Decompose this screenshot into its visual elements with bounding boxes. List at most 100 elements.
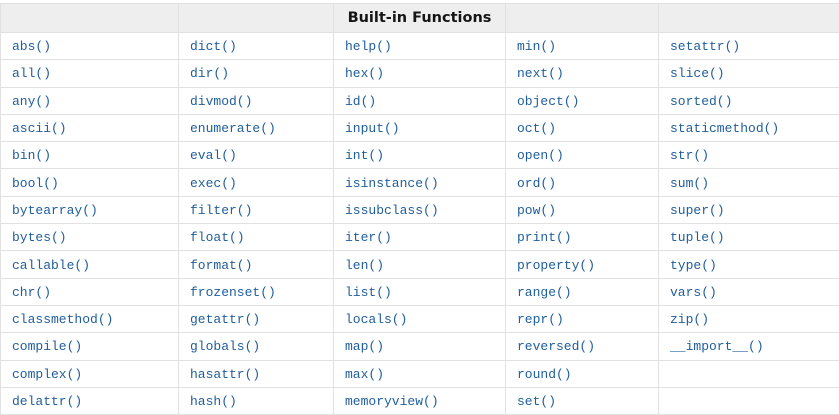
- function-link[interactable]: bin(): [12, 148, 52, 164]
- function-cell: range(): [505, 277, 659, 306]
- table-row: all() dir() hex() next() slice(): [0, 59, 839, 88]
- function-link[interactable]: str(): [670, 148, 710, 164]
- function-cell: print(): [505, 223, 659, 252]
- function-link[interactable]: filter(): [190, 202, 253, 218]
- function-cell: memoryview(): [333, 386, 506, 415]
- function-link[interactable]: bytearray(): [12, 202, 98, 218]
- table-row: compile() globals() map() reversed() __impor…: [0, 332, 839, 361]
- function-link[interactable]: format(): [190, 257, 253, 273]
- function-link[interactable]: type(): [670, 257, 717, 273]
- function-cell: sum(): [658, 168, 839, 197]
- function-link[interactable]: classmethod(): [12, 312, 114, 328]
- function-link[interactable]: bytes(): [12, 230, 67, 246]
- function-cell: str(): [658, 141, 839, 170]
- empty-cell: [658, 386, 839, 415]
- function-link[interactable]: int(): [345, 148, 385, 164]
- function-cell: dir(): [178, 59, 334, 88]
- table-row: abs() dict() help() min() setattr(): [0, 31, 839, 61]
- function-cell: eval(): [178, 141, 334, 170]
- function-link[interactable]: oct(): [517, 121, 557, 137]
- function-link[interactable]: vars(): [670, 284, 717, 300]
- function-link[interactable]: bool(): [12, 175, 59, 191]
- function-link[interactable]: next(): [517, 66, 564, 82]
- function-link[interactable]: repr(): [517, 312, 564, 328]
- function-cell: open(): [505, 141, 659, 170]
- function-link[interactable]: hasattr(): [190, 366, 261, 382]
- function-link[interactable]: __import__(): [670, 339, 764, 355]
- function-link[interactable]: sum(): [670, 175, 710, 191]
- function-link[interactable]: tuple(): [670, 230, 725, 246]
- function-cell: chr(): [0, 277, 179, 306]
- function-link[interactable]: float(): [190, 230, 245, 246]
- function-link[interactable]: frozenset(): [190, 284, 276, 300]
- function-link[interactable]: round(): [517, 366, 572, 382]
- function-cell: isinstance(): [333, 168, 506, 197]
- function-link[interactable]: dir(): [190, 66, 230, 82]
- function-cell: dict(): [178, 31, 334, 61]
- function-link[interactable]: memoryview(): [345, 394, 439, 409]
- function-cell: int(): [333, 141, 506, 170]
- function-link[interactable]: divmod(): [190, 93, 253, 109]
- function-cell: property(): [505, 250, 659, 279]
- builtin-functions-table: Built-in Functions abs()dict()help()min(…: [0, 3, 839, 415]
- function-link[interactable]: hash(): [190, 394, 237, 409]
- function-link[interactable]: range(): [517, 284, 572, 300]
- function-cell: id(): [333, 86, 506, 115]
- function-link[interactable]: delattr(): [12, 394, 83, 409]
- function-link[interactable]: setattr(): [670, 39, 741, 55]
- function-link[interactable]: max(): [345, 366, 385, 382]
- function-link[interactable]: print(): [517, 230, 572, 246]
- function-link[interactable]: slice(): [670, 66, 725, 82]
- function-link[interactable]: open(): [517, 148, 564, 164]
- function-link[interactable]: enumerate(): [190, 121, 276, 137]
- function-link[interactable]: sorted(): [670, 93, 733, 109]
- function-link[interactable]: compile(): [12, 339, 83, 355]
- function-link[interactable]: dict(): [190, 39, 237, 55]
- function-cell: min(): [505, 31, 659, 61]
- function-link[interactable]: any(): [12, 93, 52, 109]
- function-cell: filter(): [178, 195, 334, 225]
- function-link[interactable]: globals(): [190, 339, 261, 355]
- function-link[interactable]: property(): [517, 257, 596, 273]
- function-link[interactable]: pow(): [517, 202, 557, 218]
- function-link[interactable]: all(): [12, 66, 52, 82]
- function-link[interactable]: id(): [345, 93, 377, 109]
- function-link[interactable]: ord(): [517, 175, 557, 191]
- function-link[interactable]: zip(): [670, 312, 710, 328]
- function-link[interactable]: help(): [345, 39, 392, 55]
- function-link[interactable]: input(): [345, 121, 400, 137]
- function-link[interactable]: set(): [517, 394, 557, 409]
- table-row: complex() hasattr() max() round(): [0, 359, 839, 388]
- function-link[interactable]: len(): [345, 257, 385, 273]
- function-link[interactable]: exec(): [190, 175, 237, 191]
- function-link[interactable]: ascii(): [12, 121, 67, 137]
- function-link[interactable]: callable(): [12, 257, 91, 273]
- function-link[interactable]: reversed(): [517, 339, 596, 355]
- function-link[interactable]: complex(): [12, 366, 83, 382]
- function-link[interactable]: locals(): [345, 312, 408, 328]
- function-link[interactable]: issubclass(): [345, 202, 439, 218]
- function-link[interactable]: hex(): [345, 66, 385, 82]
- function-cell: all(): [0, 59, 179, 88]
- function-link[interactable]: chr(): [12, 284, 52, 300]
- function-link[interactable]: iter(): [345, 230, 392, 246]
- function-cell: classmethod(): [0, 304, 179, 334]
- function-link[interactable]: eval(): [190, 148, 237, 164]
- function-cell: pow(): [505, 195, 659, 225]
- function-link[interactable]: staticmethod(): [670, 121, 780, 137]
- function-link[interactable]: getattr(): [190, 312, 261, 328]
- function-cell: super(): [658, 195, 839, 225]
- function-link[interactable]: super(): [670, 202, 725, 218]
- function-link[interactable]: min(): [517, 39, 557, 55]
- function-cell: complex(): [0, 359, 179, 388]
- table-row: bytearray() filter() issubclass() pow() supe…: [0, 195, 839, 225]
- function-cell: format(): [178, 250, 334, 279]
- function-link[interactable]: object(): [517, 93, 580, 109]
- function-link[interactable]: map(): [345, 339, 385, 355]
- function-cell: reversed(): [505, 332, 659, 361]
- function-link[interactable]: list(): [345, 284, 392, 300]
- function-link[interactable]: abs(): [12, 39, 52, 55]
- table-row: bool() exec() isinstance() ord() sum(): [0, 168, 839, 197]
- function-link[interactable]: isinstance(): [345, 175, 439, 191]
- table-row: callable() format() len() property() type(): [0, 250, 839, 279]
